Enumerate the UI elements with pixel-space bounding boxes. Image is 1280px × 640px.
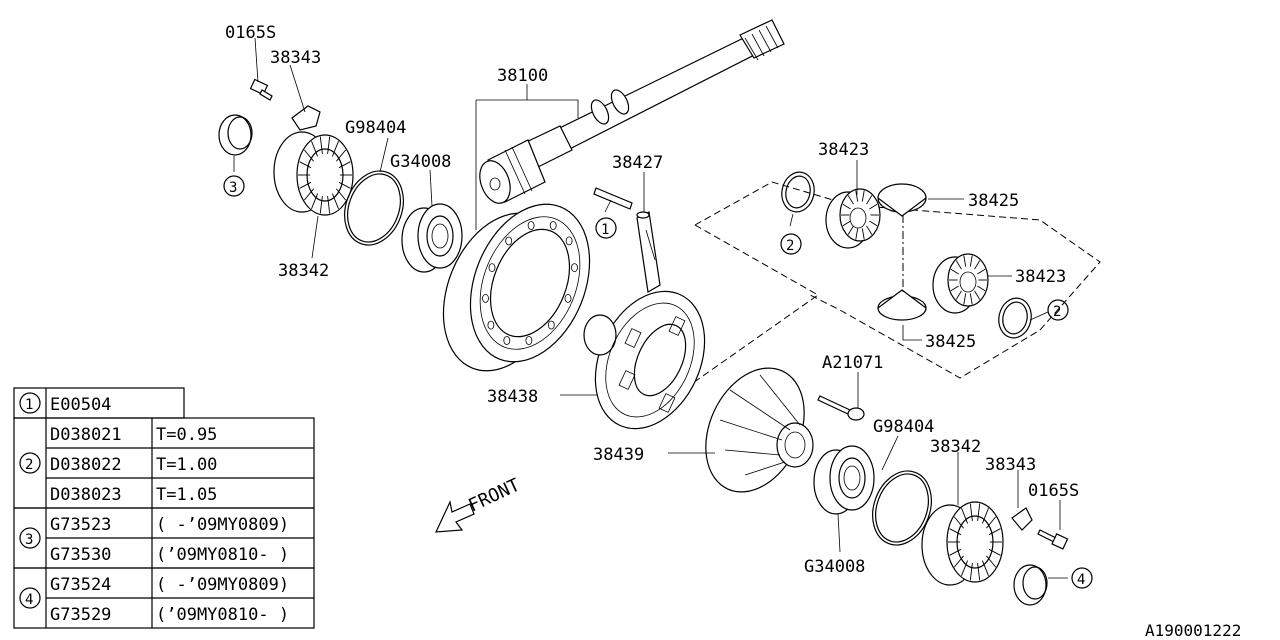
differential-case[interactable] [574, 274, 725, 447]
callout-38425-mid: 38425 [925, 332, 976, 352]
marker-3: 3 [223, 175, 245, 197]
bearing-left[interactable] [401, 203, 463, 273]
legend-spec: ( -’09MY0809) [156, 515, 289, 535]
legend-spec: T=1.05 [156, 485, 217, 505]
callout-38100: 38100 [497, 66, 548, 86]
legend-spec: ( -’09MY0809) [156, 575, 289, 595]
front-arrow: FRONT [435, 475, 523, 533]
o-ring-left[interactable] [335, 163, 414, 254]
legend-key-circle [19, 452, 41, 474]
callout-g98404-top: G98404 [345, 118, 406, 138]
ring-gear[interactable] [421, 186, 611, 388]
oil-seal-right[interactable] [1013, 564, 1048, 606]
legend-spec: (’09MY0810- ) [156, 545, 289, 565]
legend-part-number: D038022 [50, 455, 122, 475]
differential-case-cover[interactable] [687, 352, 824, 508]
bolt-right[interactable] [1037, 529, 1069, 550]
diagram-id: A190001222 [1145, 621, 1241, 640]
pinion-shaft-pin[interactable] [593, 187, 633, 210]
callout-g34008-bot: G34008 [804, 557, 865, 577]
callout-a21071: A21071 [822, 353, 883, 373]
legend-key-label: 4 [25, 592, 33, 608]
circle-markers: 1 2 2 3 4 [223, 175, 1093, 589]
legend-key-label: 1 [25, 397, 33, 413]
svg-text:3: 3 [229, 180, 237, 196]
callout-38427: 38427 [612, 153, 663, 173]
callout-38423-top: 38423 [818, 140, 869, 160]
svg-text:2: 2 [786, 238, 794, 254]
svg-text:1: 1 [601, 222, 609, 238]
callout-38423-mid: 38423 [1015, 267, 1066, 287]
callout-0165s-bot: 0165S [1028, 481, 1079, 501]
marker-2-top: 2 [780, 233, 802, 255]
legend-spec: T=0.95 [156, 425, 217, 445]
legend-spec: T=1.00 [156, 455, 217, 475]
callout-38439: 38439 [593, 445, 644, 465]
retainer-right[interactable] [921, 501, 1004, 586]
lock-plate-right[interactable] [1011, 507, 1033, 531]
callout-38342-bot: 38342 [930, 437, 981, 457]
assembly-outline-upper [689, 181, 1101, 386]
thrust-washer-lower[interactable] [995, 295, 1035, 341]
pinion-shaft[interactable] [636, 211, 661, 293]
callout-38438: 38438 [487, 387, 538, 407]
legend-part-number: G73530 [50, 545, 111, 565]
callout-38343-top: 38343 [270, 48, 321, 68]
marker-2-right: 2 [1047, 299, 1069, 321]
legend-part-number: D038021 [50, 425, 122, 445]
legend-key-circle [19, 527, 41, 549]
callout-0165s-top: 0165S [225, 23, 276, 43]
thrust-washer-upper[interactable] [778, 169, 818, 215]
legend-part-number: G73524 [50, 575, 111, 595]
svg-text:2: 2 [1053, 304, 1061, 320]
callout-38343-bot: 38343 [985, 455, 1036, 475]
marker-4: 4 [1071, 567, 1093, 589]
legend-key-label: 3 [25, 532, 33, 548]
legend-part-number: G73523 [50, 515, 111, 535]
callouts: 0165S 38343 38100 G98404 G34008 38342 38… [225, 23, 1241, 640]
legend-part-number: D038023 [50, 485, 122, 505]
svg-text:4: 4 [1077, 572, 1085, 588]
oil-seal-left[interactable] [218, 114, 253, 156]
lock-plate-left[interactable] [291, 105, 321, 131]
drive-pinion-shaft[interactable] [474, 19, 785, 207]
callout-38425-top: 38425 [968, 191, 1019, 211]
marker-1: 1 [595, 217, 617, 239]
retainer-left[interactable] [273, 131, 354, 216]
legend-part-number: G73529 [50, 605, 111, 625]
callout-38342-top: 38342 [278, 261, 329, 281]
callout-g98404-bot: G98404 [873, 417, 934, 437]
callout-g34008-top: G34008 [390, 152, 451, 172]
bolt-a21071[interactable] [817, 395, 865, 421]
bolt-left[interactable] [249, 78, 273, 101]
pinion-gear-lower[interactable] [877, 289, 927, 321]
legend-part-number: E00504 [50, 395, 111, 415]
legend-key-circle [19, 587, 41, 609]
side-gear-lower[interactable] [932, 253, 989, 314]
front-label: FRONT [465, 475, 523, 517]
pinion-gear-upper[interactable] [877, 183, 927, 217]
legend-spec: (’09MY0810- ) [156, 605, 289, 625]
bearing-right[interactable] [813, 445, 875, 515]
side-gear-upper[interactable] [825, 188, 881, 249]
leader-lines [233, 37, 1068, 579]
legend-key-circle [19, 392, 41, 414]
legend-key-label: 2 [25, 457, 33, 473]
o-ring-right[interactable] [863, 463, 942, 554]
